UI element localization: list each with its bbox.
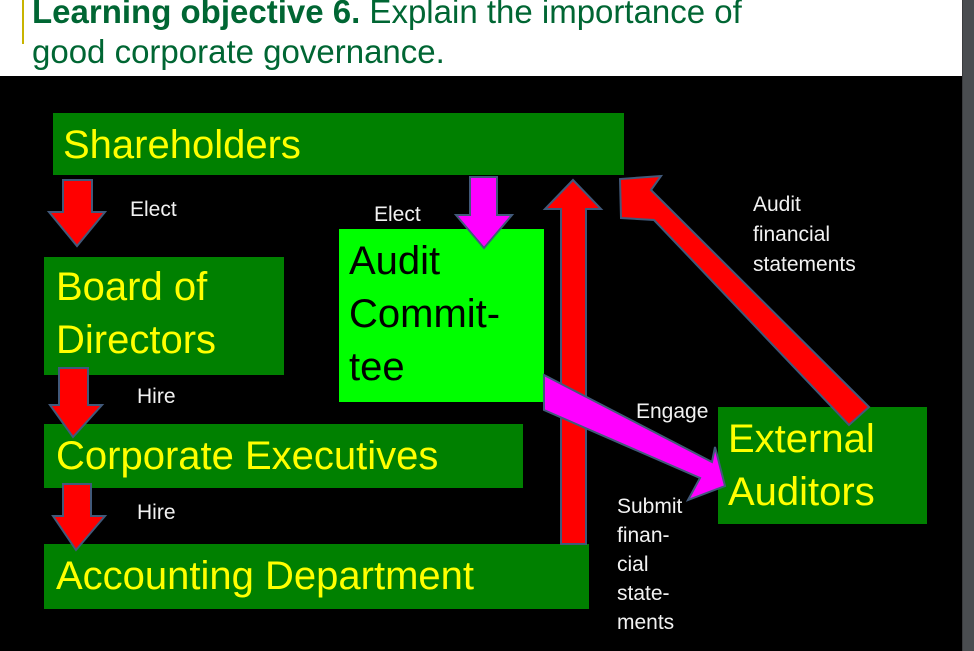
node-audit-line3: tee [349, 345, 405, 389]
label-hire-executives: Hire [137, 385, 176, 408]
label-audit-fs-line: statements [753, 253, 856, 276]
arrow-submit-financial-statements [542, 178, 604, 545]
title-line2: good corporate governance. [32, 33, 445, 70]
label-submit-fs-line: ments [617, 611, 675, 634]
arrow-hire-accounting [51, 483, 108, 552]
node-accounting-label: Accounting Department [56, 554, 475, 598]
title-bold: Learning objective 6. [32, 0, 361, 30]
node-board-line1: Board of [56, 265, 208, 309]
title-line1: Explain the importance of [360, 0, 742, 30]
label-audit-fs-line: Audit [753, 193, 801, 216]
label-elect-audit: Elect [374, 203, 421, 226]
label-hire-accounting: Hire [137, 501, 176, 524]
arrow-elect-board [46, 179, 108, 248]
label-audit-fs-line: financial [753, 223, 831, 246]
slide-title: Learning objective 6. Explain the import… [32, 0, 742, 72]
vertical-scrollbar[interactable] [962, 0, 974, 651]
node-accounting-department: Accounting Department [44, 544, 589, 609]
arrow-hire-executives [48, 367, 105, 439]
label-submit-fs-line: Submit [617, 495, 683, 518]
arrow-engage-auditors [543, 373, 727, 502]
label-submit-fs-line: cial [617, 553, 649, 576]
node-corporate-executives: Corporate Executives [44, 424, 523, 488]
node-board-line2: Directors [56, 318, 217, 362]
node-external-auditors: External Auditors [718, 407, 927, 524]
arrow-audit-financial-statements [618, 174, 871, 427]
label-submit-fs-line: finan- [617, 524, 670, 547]
node-audit-line2: Commit- [349, 292, 501, 336]
label-submit-financial-statements: Submit finan- cial state- ments [617, 492, 682, 637]
node-audit-line1: Audit [349, 239, 441, 283]
accent-bar [22, 0, 24, 44]
node-audit-committee: Audit Commit- tee [339, 229, 544, 402]
label-elect-board: Elect [130, 198, 177, 221]
node-executives-label: Corporate Executives [56, 434, 439, 478]
node-board-of-directors: Board of Directors [44, 257, 284, 375]
label-submit-fs-line: state- [617, 582, 670, 605]
node-shareholders-label: Shareholders [63, 123, 301, 167]
label-audit-financial-statements: Audit financial statements [753, 190, 856, 280]
node-shareholders: Shareholders [53, 113, 624, 175]
label-engage: Engage [636, 400, 709, 423]
arrow-elect-audit-committee [453, 176, 515, 250]
slide-header: Learning objective 6. Explain the import… [0, 0, 962, 76]
node-auditors-line2: Auditors [728, 470, 875, 514]
